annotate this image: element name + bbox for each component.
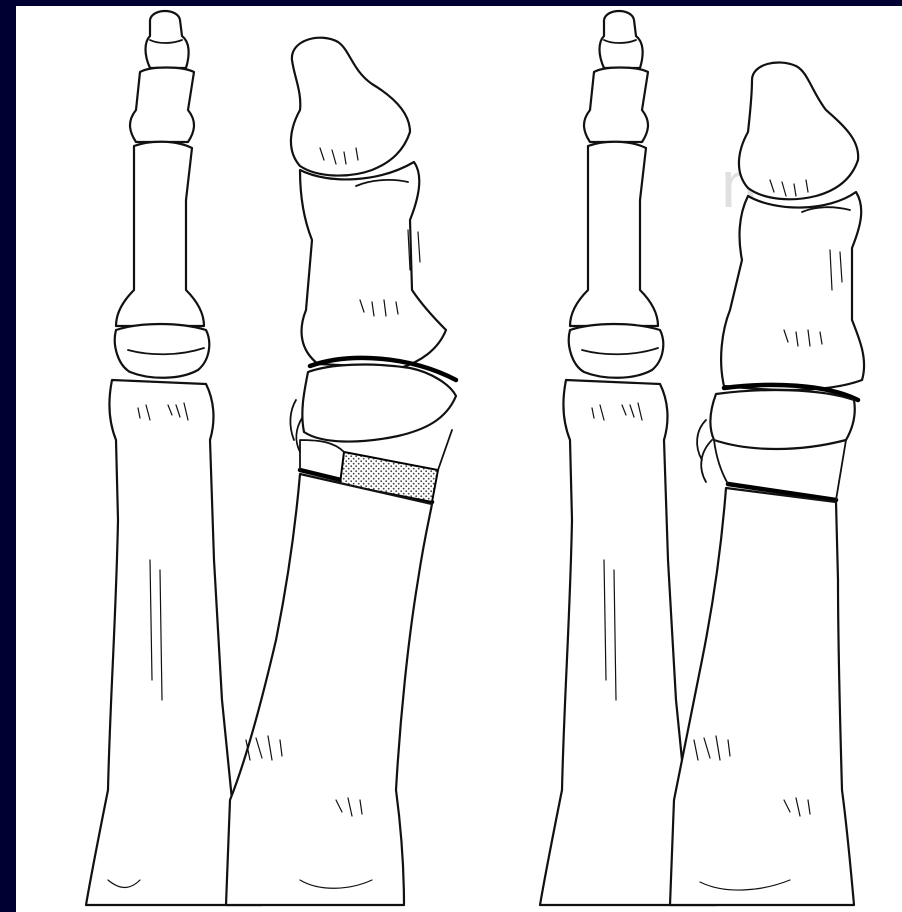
left-hallux bbox=[226, 38, 456, 905]
left-panel bbox=[86, 11, 456, 905]
right-panel bbox=[540, 11, 864, 905]
left-second-toe bbox=[86, 11, 262, 905]
right-hallux bbox=[670, 62, 864, 905]
